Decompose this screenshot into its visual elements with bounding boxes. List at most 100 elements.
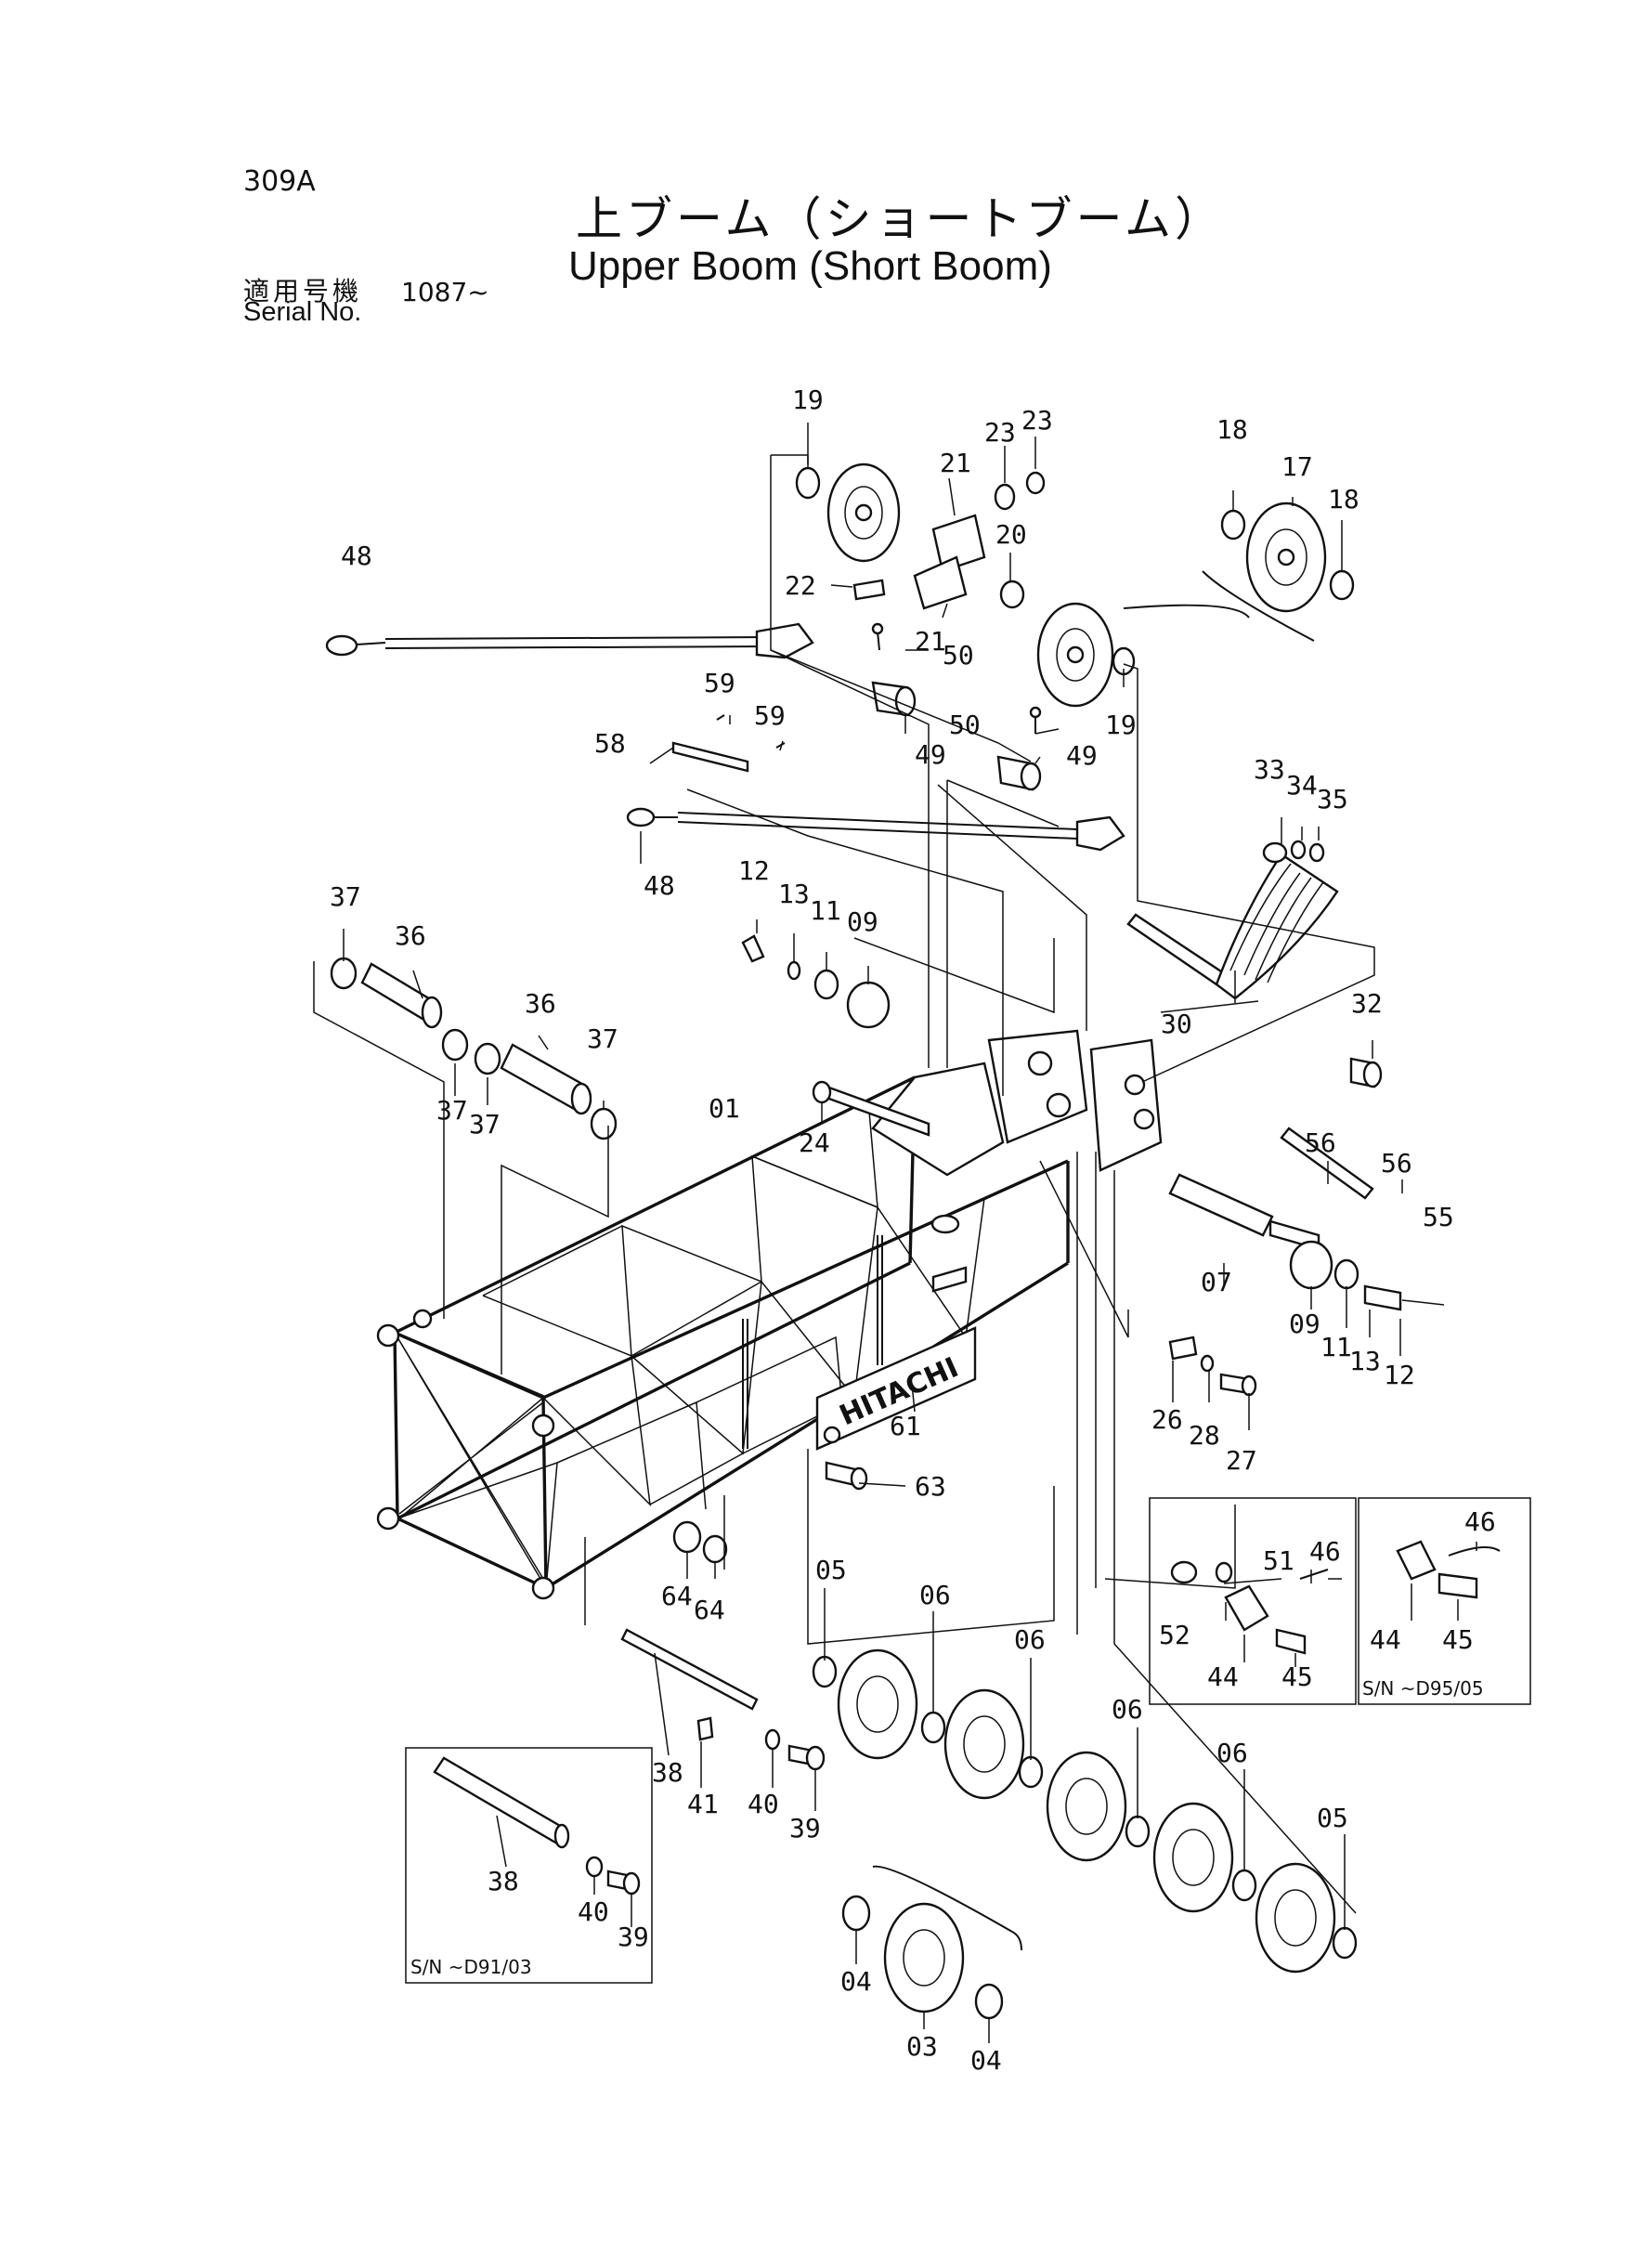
callout-19: 19 bbox=[792, 384, 824, 415]
callout-41: 41 bbox=[687, 1789, 719, 1819]
page-code: 309A bbox=[243, 165, 316, 198]
callout-33: 33 bbox=[1254, 754, 1285, 785]
serial-value: 1087~ bbox=[401, 277, 489, 307]
rope-guard bbox=[1126, 840, 1339, 1000]
callout-38: 38 bbox=[488, 1866, 519, 1896]
callout-07: 07 bbox=[1201, 1267, 1232, 1297]
tension-cables bbox=[325, 622, 1125, 852]
callout-11: 11 bbox=[1320, 1332, 1352, 1362]
callout-06: 06 bbox=[1014, 1624, 1046, 1655]
callout-27: 27 bbox=[1226, 1445, 1257, 1476]
callout-51: 51 bbox=[1263, 1545, 1294, 1576]
callout-39: 39 bbox=[618, 1922, 649, 1952]
callout-labels: 19 23 23 21 20 22 21 50 48 18 17 18 19 4… bbox=[330, 384, 1496, 2076]
callout-35: 35 bbox=[1317, 784, 1348, 814]
callout-61: 61 bbox=[890, 1411, 921, 1441]
callout-28: 28 bbox=[1189, 1420, 1220, 1451]
callout-37: 37 bbox=[330, 881, 361, 912]
callout-37: 37 bbox=[587, 1023, 618, 1054]
callout-37: 37 bbox=[469, 1109, 501, 1140]
callout-38: 38 bbox=[652, 1757, 683, 1788]
callout-03: 03 bbox=[906, 2031, 938, 2062]
callout-56: 56 bbox=[1305, 1127, 1336, 1158]
callout-06: 06 bbox=[1216, 1738, 1248, 1768]
callout-49: 49 bbox=[915, 739, 946, 770]
callout-05: 05 bbox=[1317, 1803, 1348, 1833]
callout-64: 64 bbox=[661, 1581, 693, 1611]
boom-frame bbox=[376, 1029, 1163, 1600]
callout-30: 30 bbox=[1161, 1009, 1192, 1039]
callout-39: 39 bbox=[789, 1813, 821, 1844]
callout-18: 18 bbox=[1328, 484, 1359, 515]
title-english: Upper Boom (Short Boom) bbox=[568, 243, 1052, 289]
callout-34: 34 bbox=[1286, 770, 1318, 801]
inset-d95-label: S/N ~D95/05 bbox=[1362, 1677, 1484, 1700]
callout-12: 12 bbox=[738, 855, 770, 886]
callout-11: 11 bbox=[810, 895, 841, 926]
callout-09: 09 bbox=[1289, 1309, 1320, 1339]
callout-01: 01 bbox=[709, 1093, 740, 1124]
root-pins bbox=[1168, 1057, 1402, 1311]
callout-04: 04 bbox=[970, 2045, 1002, 2076]
callout-24: 24 bbox=[799, 1127, 830, 1158]
callout-06: 06 bbox=[919, 1580, 951, 1610]
callout-19: 19 bbox=[1105, 710, 1137, 740]
callout-50: 50 bbox=[949, 710, 981, 740]
callout-37: 37 bbox=[436, 1095, 468, 1126]
callout-63: 63 bbox=[915, 1471, 946, 1502]
callout-36: 36 bbox=[395, 920, 426, 951]
callout-50: 50 bbox=[943, 640, 974, 671]
callout-18: 18 bbox=[1216, 414, 1248, 445]
callout-45: 45 bbox=[1442, 1624, 1474, 1655]
inset-d91-label: S/N ~D91/03 bbox=[410, 1956, 532, 1978]
callout-36: 36 bbox=[525, 988, 556, 1019]
pins bbox=[671, 622, 1042, 791]
callout-23: 23 bbox=[1021, 405, 1053, 436]
callout-59: 59 bbox=[704, 668, 735, 698]
callout-17: 17 bbox=[1281, 451, 1313, 482]
callout-55: 55 bbox=[1423, 1202, 1454, 1232]
top-sheave-assembly bbox=[795, 463, 1355, 708]
serial-label-japanese: 適用号機 bbox=[243, 276, 363, 306]
callout-64: 64 bbox=[694, 1595, 725, 1625]
callout-20: 20 bbox=[995, 519, 1027, 550]
callout-13: 13 bbox=[1349, 1346, 1381, 1376]
callout-40: 40 bbox=[748, 1789, 779, 1819]
callout-45: 45 bbox=[1281, 1661, 1313, 1692]
callout-26: 26 bbox=[1151, 1404, 1183, 1435]
lug-pin-set bbox=[741, 934, 930, 1137]
callout-13: 13 bbox=[778, 879, 810, 909]
clip-set bbox=[1168, 1335, 1257, 1397]
callout-21: 21 bbox=[940, 448, 971, 478]
callout-48: 48 bbox=[341, 541, 372, 571]
callout-46: 46 bbox=[1309, 1536, 1341, 1567]
leader-lines bbox=[313, 423, 1477, 2043]
callout-09: 09 bbox=[847, 906, 878, 937]
title-japanese: 上ブーム（ショートブーム） bbox=[576, 192, 1225, 246]
callout-58: 58 bbox=[594, 728, 626, 759]
callout-12: 12 bbox=[1384, 1360, 1415, 1390]
callout-48: 48 bbox=[644, 870, 675, 901]
rollers bbox=[330, 957, 618, 1140]
inset-d95: S/N ~D95/05 bbox=[1149, 1497, 1531, 1705]
callout-05: 05 bbox=[815, 1555, 847, 1585]
callout-52: 52 bbox=[1159, 1620, 1190, 1650]
callout-49: 49 bbox=[1066, 740, 1098, 771]
callout-56: 56 bbox=[1381, 1148, 1412, 1179]
inset-d91: S/N ~D91/03 bbox=[405, 1747, 653, 1984]
serial-label-english: Serial No. bbox=[243, 297, 362, 327]
callout-06: 06 bbox=[1112, 1694, 1143, 1725]
callout-04: 04 bbox=[840, 1966, 872, 1997]
callout-46: 46 bbox=[1464, 1506, 1496, 1537]
callout-32: 32 bbox=[1351, 988, 1383, 1019]
callout-22: 22 bbox=[785, 570, 816, 601]
lower-sheave-stack bbox=[812, 1648, 1358, 2020]
callout-44: 44 bbox=[1370, 1624, 1401, 1655]
callout-23: 23 bbox=[984, 417, 1016, 448]
callout-59: 59 bbox=[754, 700, 786, 731]
long-pin-set bbox=[620, 1628, 826, 1771]
callout-21: 21 bbox=[915, 626, 946, 657]
callout-40: 40 bbox=[578, 1896, 609, 1927]
callout-44: 44 bbox=[1207, 1661, 1239, 1692]
